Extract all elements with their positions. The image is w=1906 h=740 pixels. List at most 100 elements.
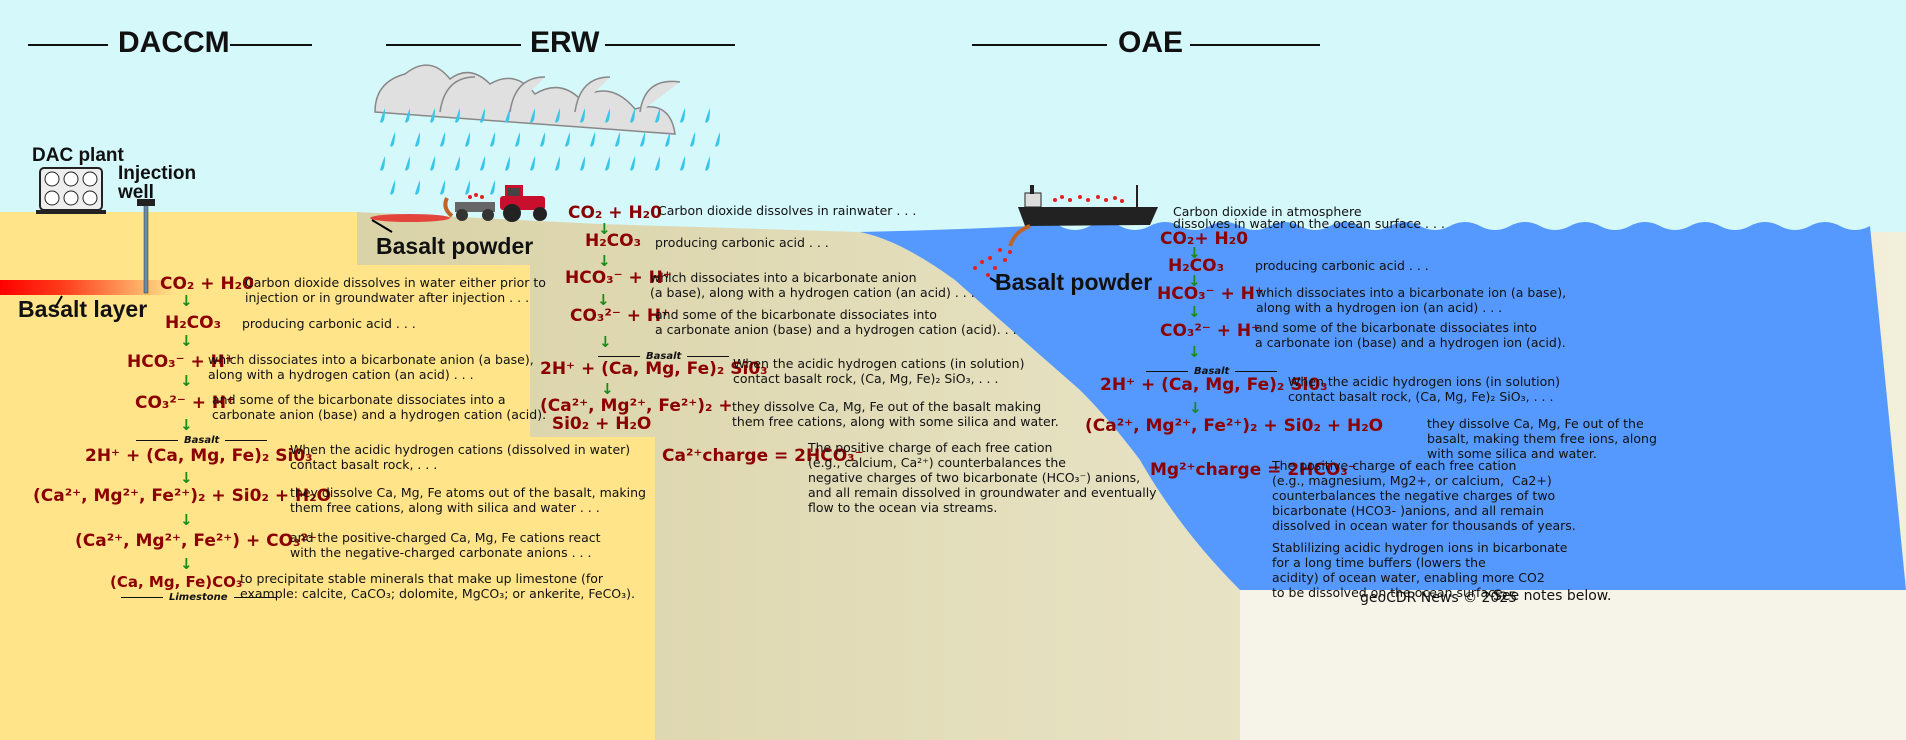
raindrop-icon [690, 132, 695, 147]
footer-credit: geoCDR News © 2025 [1360, 590, 1518, 606]
basalt-mineral-label: Basalt [1140, 366, 1283, 377]
basalt-layer-band [0, 280, 175, 295]
description: When the acidic hydrogen ions (in soluti… [1288, 374, 1561, 404]
charge-balance-equation: Ca²⁺charge = 2HCO₃⁻ [662, 446, 864, 466]
raindrop-icon [390, 132, 395, 147]
title-rule [230, 44, 312, 46]
arrow-down-icon: ↓ [180, 416, 193, 434]
equation: (Ca²⁺, Mg²⁺, Fe²⁺)₂ + Si0₂ + H₂O [1085, 416, 1384, 436]
equation: H₂CO₃ [585, 231, 642, 251]
equation: CO₂ + H₂0 [568, 203, 662, 223]
footer-band [1240, 590, 1906, 740]
equation: CO₃²⁻ + H⁺ [570, 306, 671, 326]
title-rule [1190, 44, 1320, 46]
equation: 2H⁺ + (Ca, Mg, Fe)₂ Si0₃ [540, 359, 768, 379]
equation: CO₃²⁻ + H⁺ [1160, 321, 1261, 341]
dac-plant-icon [36, 167, 106, 214]
raindrop-icon [615, 132, 620, 147]
arrow-down-icon: ↓ [599, 333, 612, 351]
raindrop-icon [555, 108, 560, 123]
arrow-down-icon: ↓ [180, 292, 193, 310]
arrow-down-icon: ↓ [598, 220, 611, 238]
arrow-down-icon: ↓ [180, 555, 193, 573]
raindrop-icon [455, 156, 460, 171]
equation: (Ca²⁺, Mg²⁺, Fe²⁺) + CO₃²⁻ [75, 531, 317, 551]
arrow-down-icon: ↓ [180, 469, 193, 487]
equation: HCO₃⁻ + H⁺ [565, 268, 672, 288]
equation: HCO₃⁻ + H⁺ [1157, 284, 1264, 304]
erw-basalt-powder-label: Basalt powder [376, 233, 534, 259]
equation: (Ca, Mg, Fe)CO₃ [110, 573, 243, 591]
title-rule [28, 44, 108, 46]
raindrop-icon [430, 108, 435, 123]
clouds-icon [374, 64, 681, 135]
description: Carbon dioxide dissolves in water either… [245, 275, 546, 305]
raindrop-icon [415, 132, 420, 147]
footer-notes-link[interactable]: See notes below. [1493, 588, 1612, 604]
raindrop-icon [480, 108, 485, 123]
arrow-down-icon: ↓ [180, 372, 193, 390]
arrow-down-icon: ↓ [180, 332, 193, 350]
equation: CO₂ + H₂0 [160, 274, 254, 294]
spread-basalt-powder [370, 214, 450, 222]
description: and some of the bicarbonate dissociates … [212, 392, 547, 422]
title-daccm: DACCM [118, 26, 230, 59]
raindrop-icon [530, 156, 535, 171]
raindrop-icon [565, 132, 570, 147]
description: which dissociates into a bicarbonate ani… [208, 352, 534, 382]
raindrop-icon [705, 108, 710, 123]
arrow-down-icon: ↓ [1188, 343, 1201, 361]
description: to precipitate stable minerals that make… [240, 571, 636, 601]
raindrop-icon [430, 156, 435, 171]
raindrop-icon [415, 180, 420, 195]
raindrop-icon [390, 180, 395, 195]
description: and the positive-charged Ca, Mg, Fe cati… [290, 530, 601, 560]
raindrop-icon [605, 156, 610, 171]
equation: HCO₃⁻ + H⁺ [127, 352, 234, 372]
description: which dissociates into a bicarbonate ani… [650, 270, 975, 300]
arrow-down-icon: ↓ [601, 380, 614, 398]
arrow-down-icon: ↓ [1188, 244, 1201, 262]
raindrop-icon [630, 156, 635, 171]
raindrop-icon [440, 132, 445, 147]
raindrop-icon [540, 132, 545, 147]
raindrop-icon [405, 156, 410, 171]
raindrop-icon [505, 108, 510, 123]
arrow-down-icon: ↓ [597, 291, 610, 309]
title-rule [605, 44, 735, 46]
raindrop-icon [505, 156, 510, 171]
description: and some of the bicarbonate dissociates … [1255, 320, 1566, 350]
raindrop-icon [590, 132, 595, 147]
title-oae: OAE [1118, 26, 1184, 59]
equation: CO₃²⁻ + H⁺ [135, 393, 236, 413]
arrow-down-icon: ↓ [598, 252, 611, 270]
limestone-mineral-label: Limestone [115, 592, 282, 603]
basalt-layer-label: Basalt layer [18, 296, 148, 322]
raindrop-icon [405, 108, 410, 123]
ocean [860, 222, 1906, 590]
equation: 2H⁺ + (Ca, Mg, Fe)₂ Si0₃ [85, 446, 313, 466]
oae-basalt-powder-label: Basalt powder [995, 269, 1153, 295]
raindrop-icon [555, 156, 560, 171]
arrow-down-icon: ↓ [180, 511, 193, 529]
raindrop-icon [490, 180, 495, 195]
description: they dissolve Ca, Mg, Fe atoms out of th… [290, 485, 646, 515]
description: The positive charge of each free cation … [808, 440, 1157, 515]
raindrop-icon [655, 108, 660, 123]
arrow-down-icon: ↓ [1189, 399, 1202, 417]
raindrop-icon [465, 180, 470, 195]
raindrop-icon [580, 108, 585, 123]
raindrop-icon [465, 132, 470, 147]
raindrop-icon [655, 156, 660, 171]
raindrop-icon [605, 108, 610, 123]
raindrop-icon [580, 156, 585, 171]
basalt-mineral-label: Basalt [130, 435, 273, 446]
title-erw: ERW [530, 26, 600, 59]
equation: H₂CO₃ [1168, 256, 1225, 276]
raindrop-icon [440, 180, 445, 195]
description: producing carbonic acid . . . [655, 235, 829, 250]
raindrop-icon [515, 132, 520, 147]
description: Carbon dioxide in atmosphere dissolves i… [1173, 204, 1445, 231]
